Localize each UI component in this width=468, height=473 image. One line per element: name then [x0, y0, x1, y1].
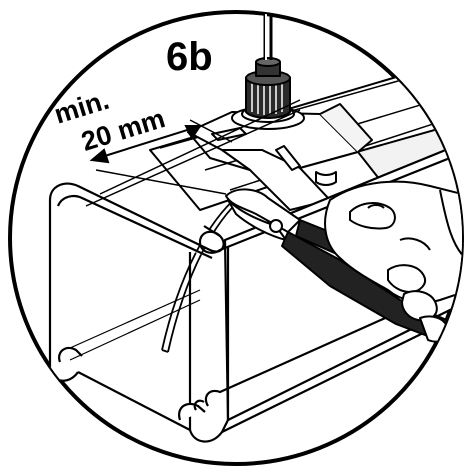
step-label: 6b — [166, 35, 213, 79]
hand-with-pliers — [225, 180, 462, 353]
illustration-content — [48, 12, 462, 443]
suspension-cable — [263, 12, 273, 60]
dimension-label: min. 20 mm — [51, 85, 169, 157]
dimension-marker — [89, 119, 233, 195]
mounting-bracket — [187, 103, 381, 211]
